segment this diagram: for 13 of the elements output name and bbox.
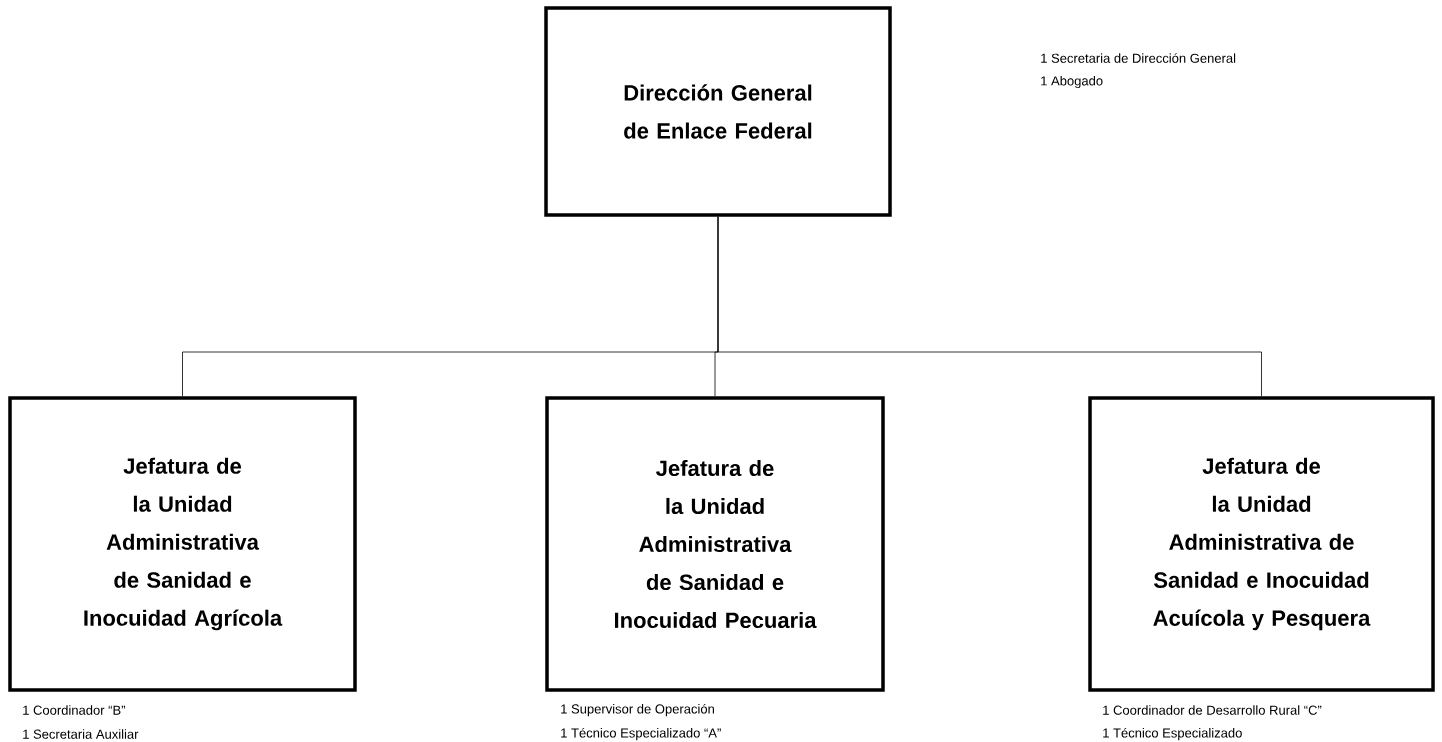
staff-note: 1 Abogado bbox=[1041, 75, 1103, 89]
org-box: Jefatura de la Unidad Administrativa de Sanidad e Inocuidad Acuícola y Pesquera bbox=[1088, 396, 1435, 692]
staff-note: 1 Técnico Especializado “A” bbox=[561, 727, 721, 741]
staff-note: 1 Secretaria Auxiliar bbox=[23, 729, 139, 739]
org-box: Jefatura de la Unidad Administrativa de Sanidad e Inocuidad Pecuaria bbox=[545, 396, 885, 692]
staff-note: 1 Coordinador “B” bbox=[23, 705, 126, 715]
staff-note: 1 Secretaria de Dirección General bbox=[1041, 53, 1236, 63]
staff-note: 1 Técnico Especializado bbox=[1103, 727, 1242, 741]
connector-line bbox=[717, 216, 1262, 397]
org-box: Jefatura de la Unidad Administrativa de Sanidad e Inocuidad Agrícola bbox=[8, 396, 357, 692]
staff-note: 1 Supervisor de Operación bbox=[561, 703, 714, 717]
org-box: Dirección General de Enlace Federal bbox=[544, 6, 892, 217]
staff-note: 1 Coordinador de Desarrollo Rural “C” bbox=[1103, 705, 1322, 715]
